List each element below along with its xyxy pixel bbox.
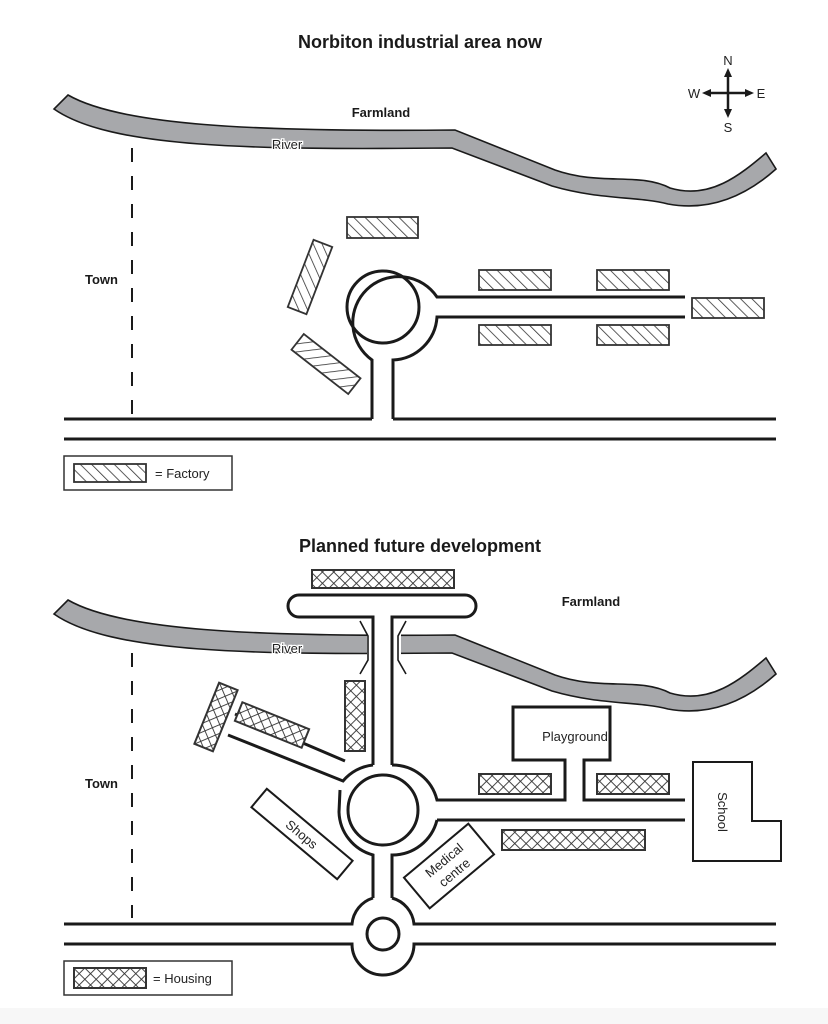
factory (596, 324, 670, 346)
legend-text: = Housing (153, 971, 212, 986)
town-label: Town (85, 776, 118, 791)
map-now: Norbiton industrial area now N S W E Riv… (52, 32, 778, 491)
river (52, 599, 778, 712)
factory (290, 332, 362, 396)
compass-north: N (723, 53, 732, 68)
small-roundabout (365, 916, 401, 952)
bridge (359, 620, 407, 675)
compass-east: E (757, 86, 766, 101)
factory (286, 238, 334, 316)
playground-label: Playground (542, 729, 608, 744)
housing (478, 773, 552, 795)
factories (286, 216, 765, 396)
housing (501, 829, 646, 851)
legend-housing: = Housing (63, 960, 233, 996)
map-future: Planned future development River Farmlan… (52, 536, 782, 996)
river-label: River (272, 641, 303, 656)
river-label: River (272, 137, 303, 152)
factory-legend-swatch (73, 463, 147, 483)
factory (478, 324, 552, 346)
legend-factory: = Factory (63, 455, 233, 491)
factory (596, 269, 670, 291)
factory (691, 297, 765, 319)
river (52, 94, 778, 207)
housing (233, 700, 311, 750)
main-road (64, 896, 776, 977)
town-label: Town (85, 272, 118, 287)
map-title: Norbiton industrial area now (298, 32, 543, 52)
factory (346, 216, 419, 239)
farmland-label: Farmland (562, 594, 621, 609)
housing (596, 773, 670, 795)
map-title: Planned future development (299, 536, 541, 556)
roundabout (227, 705, 685, 898)
factory (478, 269, 552, 291)
housing-legend-swatch (73, 967, 147, 989)
shops: Shops (249, 787, 355, 881)
legend-text: = Factory (155, 466, 210, 481)
housing (193, 681, 239, 753)
north-road (286, 593, 478, 765)
main-road (64, 417, 776, 441)
compass-west: W (688, 86, 701, 101)
compass-south: S (724, 120, 733, 135)
compass-icon: N S W E (688, 53, 766, 135)
farmland-label: Farmland (352, 105, 411, 120)
school-label: School (715, 792, 730, 832)
housing-blocks (193, 569, 670, 851)
roundabout (345, 269, 685, 419)
school (692, 761, 782, 862)
housing (344, 680, 366, 752)
page-footer-band (0, 1008, 828, 1024)
medical-centre: Medical centre (402, 822, 496, 910)
housing (311, 569, 455, 589)
